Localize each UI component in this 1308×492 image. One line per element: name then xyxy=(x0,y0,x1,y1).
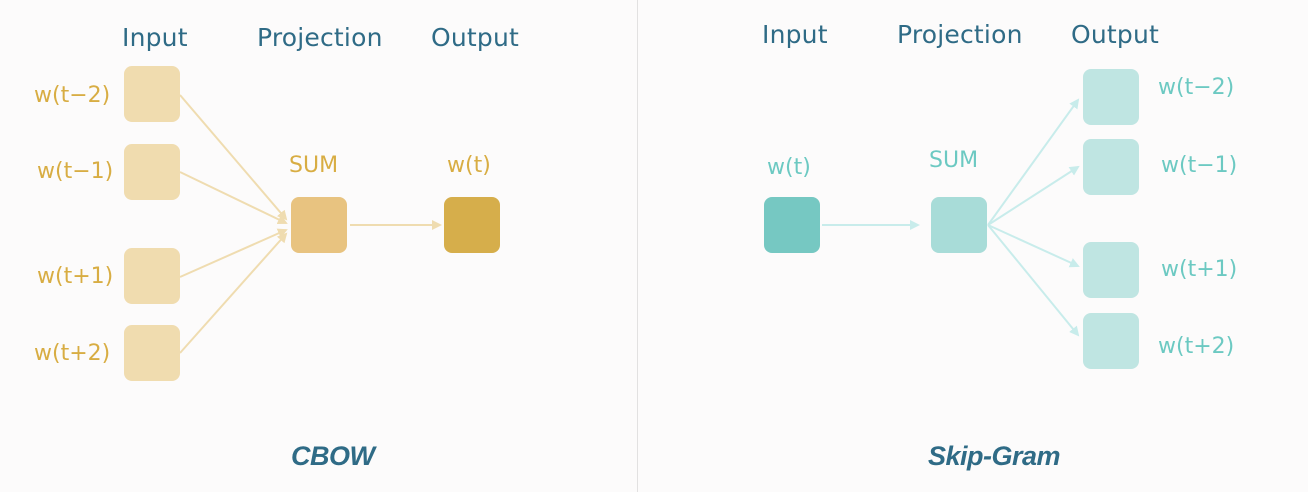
skip-output-box-2 xyxy=(1083,139,1139,195)
skip-input-box xyxy=(764,197,820,253)
skip-output-label-2: w(t−1) xyxy=(1161,153,1238,178)
cbow-input-label-4: w(t+2) xyxy=(34,341,111,366)
skip-arrow-output-2 xyxy=(987,165,1080,226)
skip-output-box-3 xyxy=(1083,242,1139,298)
skip-sum-box xyxy=(931,197,987,253)
skip-output-box-4 xyxy=(1083,313,1139,369)
skip-header-input: Input xyxy=(762,20,828,49)
cbow-input-box-4 xyxy=(124,325,180,381)
skip-output-box-1 xyxy=(1083,69,1139,125)
cbow-input-label-2: w(t−1) xyxy=(37,159,114,184)
cbow-input-label-1: w(t−2) xyxy=(34,83,111,108)
skip-arrow-output-4 xyxy=(987,224,1080,337)
cbow-sum-label: SUM xyxy=(289,153,339,178)
cbow-arrow-input-2 xyxy=(179,171,288,225)
skip-arrow-output-1 xyxy=(987,98,1080,226)
cbow-input-label-3: w(t+1) xyxy=(37,264,114,289)
cbow-arrow-input-3 xyxy=(179,228,288,278)
skip-header-projection: Projection xyxy=(897,20,1023,49)
panel-divider xyxy=(637,0,638,492)
cbow-arrow-input-4 xyxy=(179,232,288,354)
cbow-header-output: Output xyxy=(431,23,520,52)
cbow-input-box-2 xyxy=(124,144,180,200)
skip-header-output: Output xyxy=(1071,20,1160,49)
cbow-input-box-1 xyxy=(124,66,180,122)
cbow-arrow-input-1 xyxy=(179,94,288,221)
cbow-caption: CBOW xyxy=(291,441,375,471)
skip-output-label-4: w(t+2) xyxy=(1158,334,1235,359)
cbow-header-projection: Projection xyxy=(257,23,383,52)
cbow-output-label: w(t) xyxy=(447,153,491,178)
cbow-header-input: Input xyxy=(122,23,188,52)
skip-arrow-output-3 xyxy=(987,224,1080,268)
cbow-output-box xyxy=(444,197,500,253)
skipgram-caption: Skip-Gram xyxy=(928,441,1061,471)
cbow-input-box-3 xyxy=(124,248,180,304)
skip-output-label-1: w(t−2) xyxy=(1158,75,1235,100)
skip-output-label-3: w(t+1) xyxy=(1161,257,1238,282)
skip-sum-label: SUM xyxy=(929,148,979,173)
cbow-sum-box xyxy=(291,197,347,253)
skip-input-label: w(t) xyxy=(767,155,811,180)
